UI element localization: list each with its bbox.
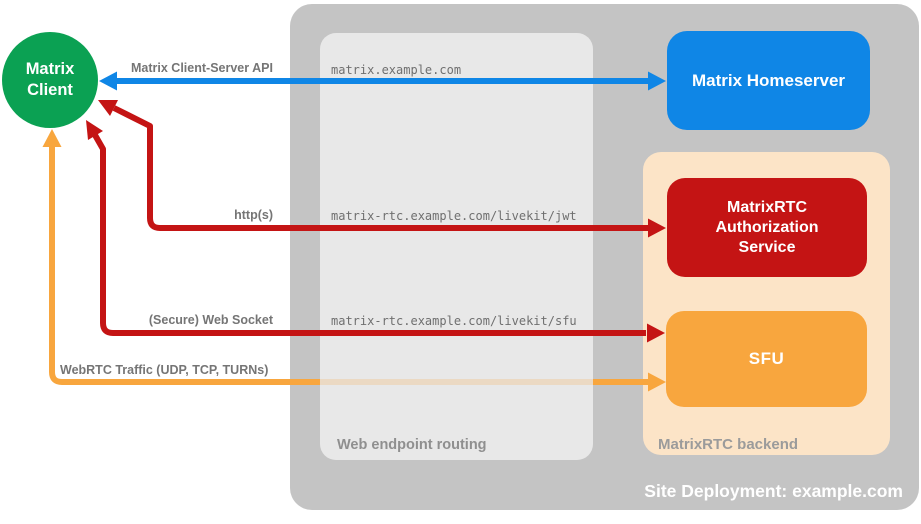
matrixrtc-auth-service-node: MatrixRTC Authorization Service: [667, 178, 867, 277]
webrtc-traffic-label: WebRTC Traffic (UDP, TCP, TURNs): [60, 363, 269, 377]
client-server-api-label: Matrix Client-Server API: [131, 61, 273, 75]
sfu-endpoint-url: matrix-rtc.example.com/livekit/sfu: [331, 314, 577, 328]
sfu-label: SFU: [748, 349, 785, 368]
http-label: http(s): [234, 208, 273, 222]
websocket-label: (Secure) Web Socket: [148, 313, 273, 327]
sfu-node: SFU: [666, 311, 867, 407]
matrix-client-node: Matrix Client: [2, 32, 98, 128]
matrix-client-label: Matrix Client: [25, 60, 75, 99]
matrixrtc-auth-service-label: MatrixRTC Authorization Service: [715, 198, 819, 256]
web-endpoint-routing-group: [320, 33, 593, 460]
matrix-homeserver-node: Matrix Homeserver: [667, 31, 870, 130]
web-endpoint-routing-label: Web endpoint routing: [337, 437, 487, 453]
matrix-homeserver-label: Matrix Homeserver: [691, 70, 846, 90]
homeserver-endpoint-url: matrix.example.com: [331, 63, 462, 77]
jwt-endpoint-url: matrix-rtc.example.com/livekit/jwt: [331, 209, 577, 223]
site-deployment-title: Site Deployment: example.com: [644, 481, 903, 501]
matrixrtc-backend-label: MatrixRTC backend: [658, 436, 799, 453]
